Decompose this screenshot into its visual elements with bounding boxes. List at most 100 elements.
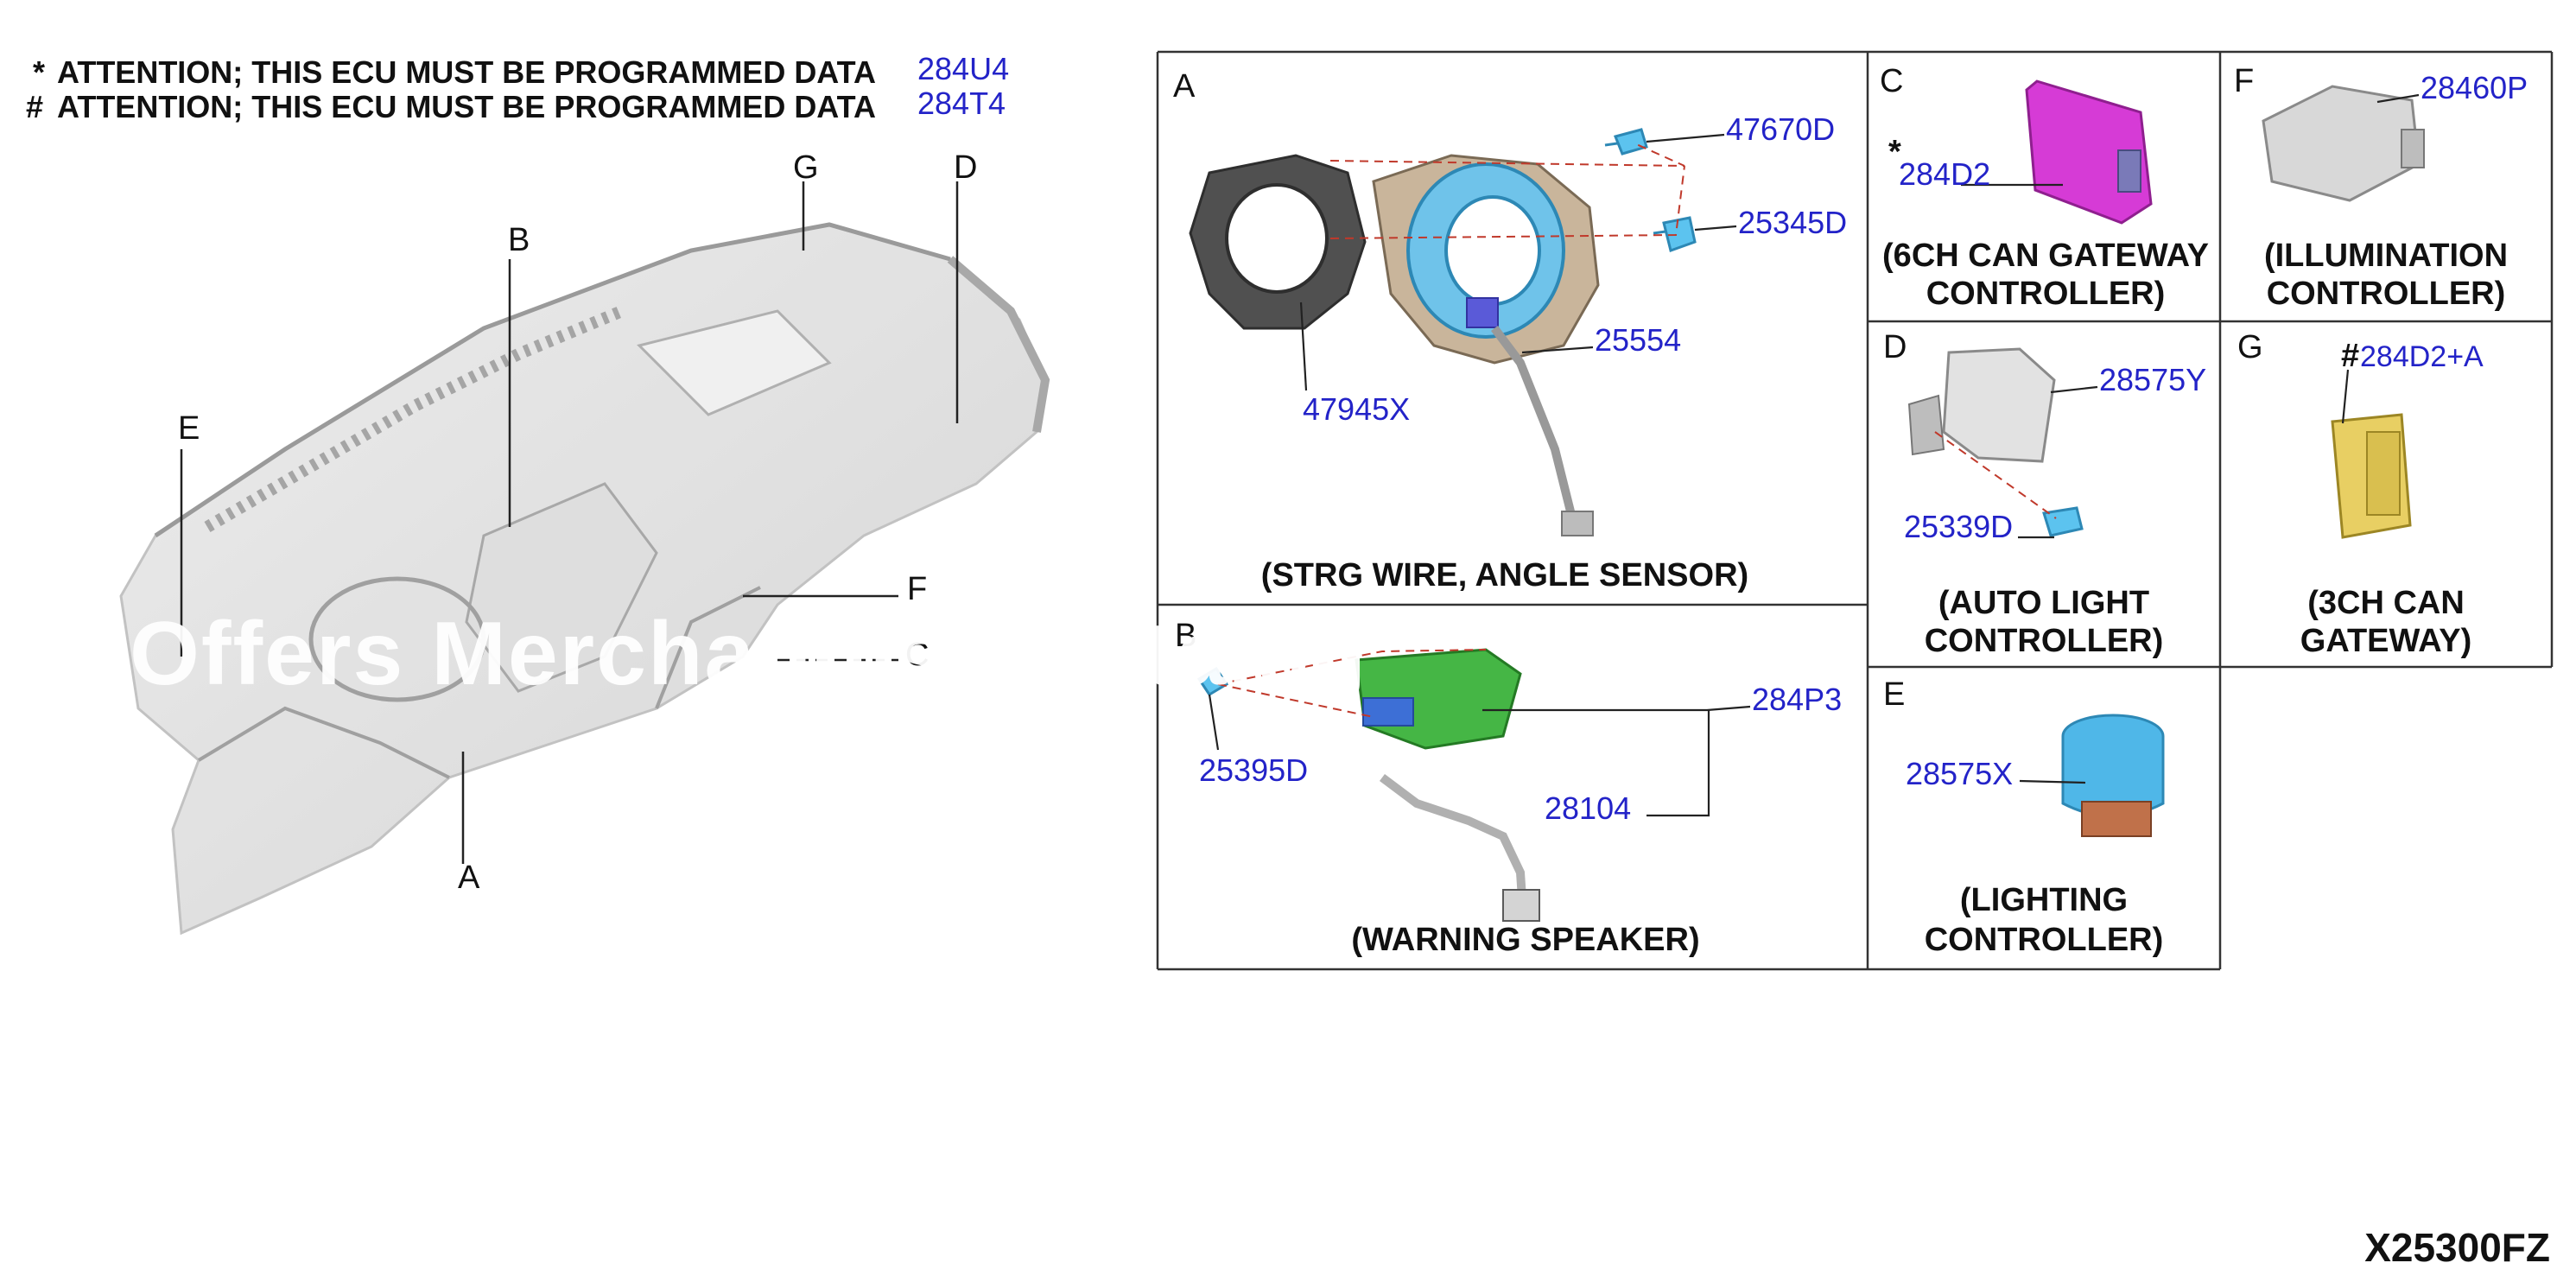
panel-g: G # 284D2+A (3CH CAN GATEWAY) bbox=[2237, 329, 2484, 659]
leader-25345d bbox=[1694, 225, 1737, 232]
panel-f-caption-line1: (ILLUMINATION bbox=[2264, 238, 2508, 274]
panel-f-letter: F bbox=[2234, 63, 2254, 99]
dashboard-lower-frame bbox=[197, 586, 761, 779]
dashboard-illustration bbox=[119, 222, 1050, 936]
panel-g-caption-line2: GATEWAY) bbox=[2300, 623, 2471, 659]
leader-28104 bbox=[1646, 710, 1710, 817]
part-28575x[interactable]: 28575X bbox=[1906, 756, 2013, 791]
panel-f-caption-line2: CONTROLLER) bbox=[2267, 276, 2506, 312]
panel-e-letter: E bbox=[1883, 676, 1905, 713]
glovebox-panel bbox=[637, 309, 832, 416]
auto-light-bracket bbox=[1907, 394, 1945, 456]
leader-28575y bbox=[2050, 385, 2098, 394]
panel-d: D 28575Y 25339D (AUTO LIGHT CONTROLLER) bbox=[1883, 329, 2206, 659]
overview-leaders bbox=[180, 181, 959, 864]
part-28575y[interactable]: 28575Y bbox=[2099, 362, 2206, 397]
panel-g-symbol: # bbox=[2341, 338, 2359, 374]
angle-sensor-center bbox=[1444, 195, 1541, 306]
gateway-3ch-connector bbox=[2366, 431, 2401, 516]
panel-a-dashed-leaders bbox=[1329, 142, 1685, 239]
overview-label-b[interactable]: B bbox=[508, 222, 530, 258]
panel-e-caption-line1: (LIGHTING bbox=[1960, 882, 2128, 918]
part-28460p[interactable]: 28460P bbox=[2421, 70, 2528, 105]
overview-label-d[interactable]: D bbox=[954, 149, 977, 186]
part-284d2[interactable]: 284D2 bbox=[1899, 156, 1990, 192]
leader-284p3 bbox=[1482, 705, 1751, 712]
overview-label-e[interactable]: E bbox=[178, 410, 200, 447]
panel-d-dashed-leader bbox=[1934, 431, 2057, 519]
screw-25339d-icon bbox=[2042, 506, 2084, 537]
part-284d2-a[interactable]: 284D2+A bbox=[2360, 340, 2484, 373]
overview-label-f[interactable]: F bbox=[907, 571, 927, 607]
panel-c: C * 284D2 (6CH CAN GATEWAY CONTROLLER) bbox=[1880, 63, 2209, 312]
speaker-harness bbox=[1380, 774, 1526, 899]
panel-c-caption-line2: CONTROLLER) bbox=[1926, 276, 2166, 312]
gateway-6ch-connector bbox=[2117, 149, 2141, 193]
part-25345d[interactable]: 25345D bbox=[1738, 205, 1847, 240]
note-1-symbol: * bbox=[33, 54, 45, 90]
panel-d-caption-line2: CONTROLLER) bbox=[1925, 623, 2164, 659]
leader-28460p bbox=[2376, 93, 2420, 104]
part-28104[interactable]: 28104 bbox=[1545, 790, 1631, 826]
leader-25395d bbox=[1208, 694, 1220, 751]
illumination-controller-connector bbox=[2401, 129, 2425, 168]
screw-25345d-icon bbox=[1653, 216, 1697, 252]
note-1-text: ATTENTION; THIS ECU MUST BE PROGRAMMED D… bbox=[57, 54, 876, 90]
dashboard-center-stack bbox=[465, 482, 658, 693]
angle-sensor-harness bbox=[1491, 326, 1577, 520]
panel-f: F 28460P (ILLUMINATION CONTROLLER) bbox=[2234, 63, 2528, 312]
spiral-cable-hole bbox=[1225, 183, 1329, 294]
note-2-symbol: # bbox=[26, 89, 43, 124]
harness-connector bbox=[1561, 511, 1594, 536]
auto-light-controller-module bbox=[1942, 347, 2056, 463]
leader-47670d bbox=[1646, 133, 1725, 143]
angle-sensor-connector bbox=[1466, 297, 1499, 328]
attention-notes: * ATTENTION; THIS ECU MUST BE PROGRAMMED… bbox=[26, 51, 1009, 124]
panel-c-letter: C bbox=[1880, 63, 1903, 99]
illumination-controller-module bbox=[2262, 85, 2421, 202]
panel-a-letter: A bbox=[1173, 68, 1196, 105]
panel-grid bbox=[1156, 50, 2554, 971]
diagram-code: X25300FZ bbox=[2364, 1225, 2550, 1270]
part-25339d[interactable]: 25339D bbox=[1904, 509, 2013, 544]
clip-25395d-icon bbox=[1196, 666, 1229, 697]
part-284p3[interactable]: 284P3 bbox=[1752, 682, 1842, 717]
note-2-part[interactable]: 284T4 bbox=[917, 86, 1006, 121]
panel-b: B 25395D 284P3 28104 (WARNING SPEAKER) bbox=[1175, 618, 1842, 958]
panel-g-letter: G bbox=[2237, 329, 2263, 365]
lighting-controller-terminal bbox=[2081, 801, 2152, 837]
part-25554[interactable]: 25554 bbox=[1595, 322, 1681, 358]
panel-g-caption-line1: (3CH CAN bbox=[2307, 585, 2465, 621]
watermark: Offers Merchandise Catalog bbox=[130, 604, 1367, 704]
leader-25554 bbox=[1521, 346, 1594, 354]
leader-28575x bbox=[2019, 779, 2086, 784]
leader-284d2-a bbox=[2341, 369, 2350, 424]
panel-c-caption-line1: (6CH CAN GATEWAY bbox=[1882, 238, 2209, 274]
part-25395d[interactable]: 25395D bbox=[1199, 752, 1308, 788]
panel-a-caption: (STRG WIRE, ANGLE SENSOR) bbox=[1261, 557, 1748, 593]
panel-b-dashed-leaders bbox=[1217, 649, 1487, 718]
dashboard-top-edge bbox=[154, 222, 951, 538]
panel-c-symbol: * bbox=[1888, 134, 1901, 170]
panel-b-letter: B bbox=[1175, 618, 1196, 654]
dashboard-right-end bbox=[947, 256, 1050, 433]
note-2-text: ATTENTION; THIS ECU MUST BE PROGRAMMED D… bbox=[57, 89, 876, 124]
overview-label-g[interactable]: G bbox=[793, 149, 819, 186]
speaker-harness-connector bbox=[1502, 889, 1540, 922]
cluster-hood bbox=[308, 576, 486, 702]
leader-47945x bbox=[1299, 301, 1308, 391]
panel-b-caption: (WARNING SPEAKER) bbox=[1351, 922, 1699, 958]
part-47945x[interactable]: 47945X bbox=[1303, 391, 1410, 427]
panel-d-letter: D bbox=[1883, 329, 1907, 365]
overview-label-a[interactable]: A bbox=[458, 860, 480, 896]
screw-47670d-icon bbox=[1604, 128, 1648, 155]
note-1-part[interactable]: 284U4 bbox=[917, 51, 1009, 86]
overview-label-c[interactable]: C bbox=[905, 637, 929, 673]
panel-e: E 28575X (LIGHTING CONTROLLER) bbox=[1883, 676, 2165, 958]
part-47670d[interactable]: 47670D bbox=[1726, 111, 1835, 147]
panel-a: A 47670D 25345D 25554 47945X (STRG WIRE,… bbox=[1173, 68, 1847, 593]
overview-labels: G D B E F A C bbox=[178, 149, 977, 896]
panel-e-caption-line2: CONTROLLER) bbox=[1925, 922, 2164, 958]
warning-speaker-connector bbox=[1362, 697, 1414, 727]
